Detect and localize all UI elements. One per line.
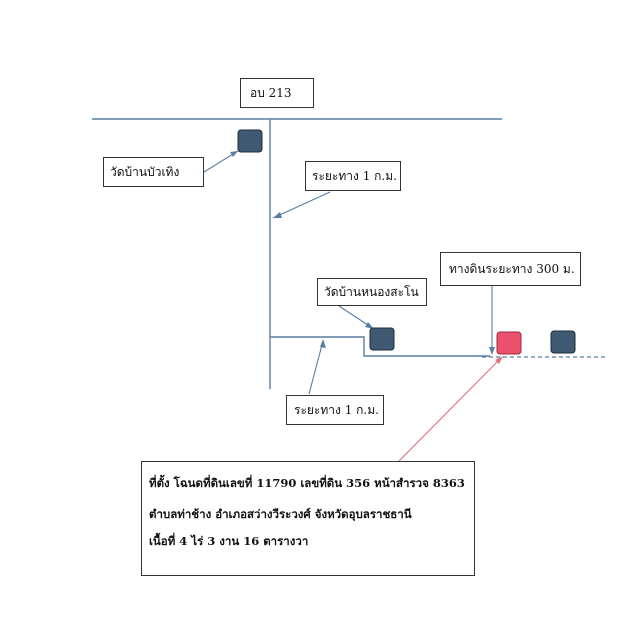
temple-1-label-box: วัดบ้านบัวเทิง (103, 157, 204, 187)
arrowhead (489, 347, 495, 355)
location-info-box: ที่ตั้ง โฉนดที่ดินเลขที่ 11790 เลขที่ดิน… (141, 461, 475, 576)
temple-2-label-box: วัดบ้านหนองสะโน (317, 278, 427, 306)
temple-2-marker (369, 327, 395, 351)
pointer-land-plot (397, 356, 503, 463)
road-label: อบ 213 (250, 85, 292, 100)
pointer-distance-2 (308, 340, 324, 395)
location-address-line: ตำบลท่าช้าง อำเภอสว่างวีระวงศ์ จังหวัดอุ… (149, 507, 412, 521)
distance-1-label: ระยะทาง 1 ก.ม. (312, 168, 397, 183)
distance-2-label-box: ระยะทาง 1 ก.ม. (286, 395, 384, 425)
pointer-distance-1 (272, 191, 331, 219)
arrowhead (320, 339, 326, 348)
branch-road (270, 336, 490, 357)
building-marker (550, 330, 576, 354)
arrowhead (495, 356, 503, 364)
location-deed-line: ที่ตั้ง โฉนดที่ดินเลขที่ 11790 เลขที่ดิน… (149, 476, 465, 490)
dirt-road-label-box: ทางดินระยะทาง 300 ม. (440, 252, 581, 286)
arrowhead (273, 212, 282, 218)
road-label-box: อบ 213 (240, 78, 314, 108)
arrowhead (365, 322, 374, 329)
land-plot-marker (496, 331, 522, 355)
temple-1-label: วัดบ้านบัวเทิง (110, 164, 180, 179)
distance-1-label-box: ระยะทาง 1 ก.ม. (305, 161, 401, 191)
distance-2-label: ระยะทาง 1 ก.ม. (294, 402, 379, 417)
arrowhead (230, 151, 238, 157)
temple-2-label: วัดบ้านหนองสะโน (324, 284, 419, 299)
location-area-line: เนื้อที่ 4 ไร่ 3 งาน 16 ตารางวา (149, 534, 309, 548)
temple-1-marker (237, 129, 263, 153)
dirt-road-label: ทางดินระยะทาง 300 ม. (449, 261, 575, 276)
